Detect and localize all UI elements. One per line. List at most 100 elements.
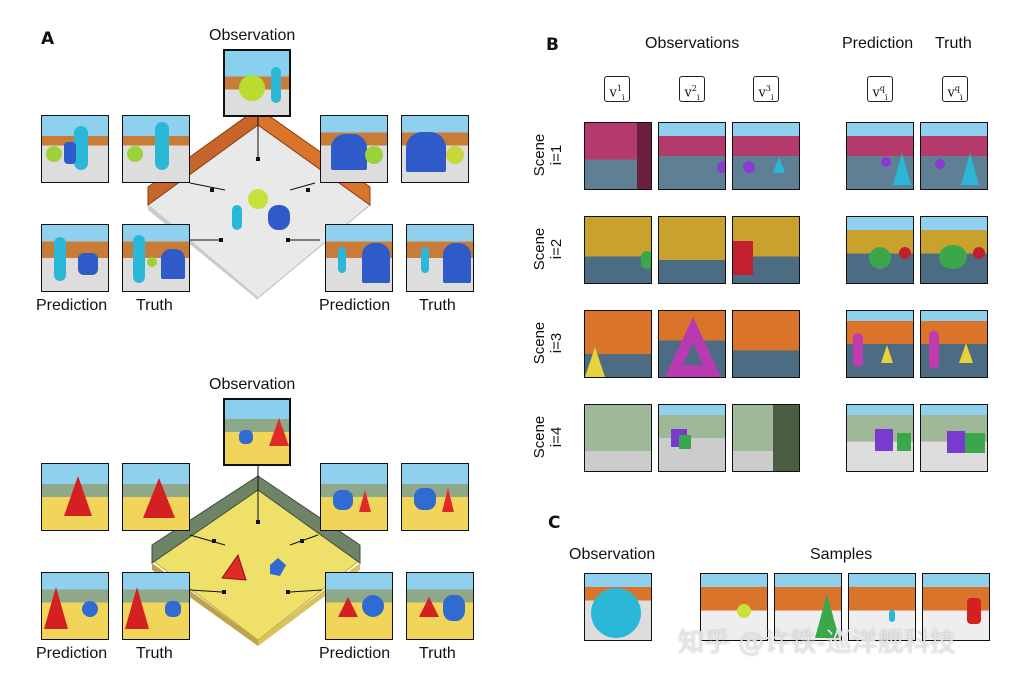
cone-shape [959, 343, 973, 363]
scene4-truth [920, 404, 988, 472]
scene2-prediction [846, 216, 914, 284]
sphere-shape [935, 159, 945, 169]
cone-shape [585, 347, 605, 377]
sphere-shape [899, 247, 911, 259]
sphere-shape [743, 161, 755, 173]
cylinder-shape [338, 247, 346, 273]
panel-b-label: B [546, 35, 559, 55]
scene2-truth [920, 216, 988, 284]
view-superscript: q [954, 84, 960, 93]
sample-1 [700, 573, 768, 641]
view-subscript: i [621, 92, 625, 102]
panel-c-observation-image [584, 573, 652, 641]
cylinder-shape [889, 610, 895, 622]
dome-shape [362, 243, 390, 283]
panel-a-label: A [41, 29, 55, 49]
bottom-left-prediction-label: Prediction [36, 645, 108, 662]
bottom-right-prediction-label: Prediction [319, 645, 391, 662]
scene-word: Scene [531, 133, 548, 177]
cone-shape [881, 345, 893, 363]
scene3-prediction [846, 310, 914, 378]
view-label-query-prediction: vqi [867, 76, 893, 102]
observations-header: Observations [645, 35, 740, 52]
top-left-prediction [41, 224, 109, 292]
sphere-shape [737, 604, 751, 618]
top-left-truth [122, 224, 190, 292]
bottom-right-view-1 [320, 463, 388, 531]
cylinder-shape [967, 598, 981, 624]
triangle-hole [683, 343, 703, 365]
bottom-right-view-2 [401, 463, 469, 531]
view-symbol: v [609, 85, 617, 101]
sphere-shape [717, 161, 725, 173]
scene1-observation-3 [732, 122, 800, 190]
panel-c-observation-label: Observation [569, 546, 656, 563]
bottom-left-truth-label: Truth [136, 645, 173, 662]
dome-shape [406, 132, 446, 172]
bottom-left-prediction [41, 572, 109, 640]
scene-index: i=4 [548, 426, 565, 448]
scene1-truth [920, 122, 988, 190]
triangle-shape [359, 490, 371, 512]
sphere-shape [127, 146, 143, 162]
sphere-shape [641, 251, 651, 269]
polyhedron-shape [333, 490, 353, 510]
bottom-observation-image [223, 398, 291, 466]
scene-word: Scene [531, 227, 548, 271]
truth-header: Truth [935, 35, 972, 52]
box-shape [64, 142, 76, 164]
polyhedron-shape [362, 595, 384, 617]
triangle-shape [338, 597, 358, 617]
top-right-prediction-label: Prediction [319, 297, 391, 314]
triangle-shape [143, 478, 175, 518]
cylinder-shape [929, 331, 939, 369]
sphere-shape [365, 146, 383, 164]
scene3-observation-2 [658, 310, 726, 378]
view-subscript: i [884, 92, 888, 102]
view-symbol: v [872, 85, 880, 101]
view-symbol: v [758, 85, 766, 101]
cube-shape [875, 429, 893, 451]
view-superscript: q [879, 84, 885, 93]
watermark: 知乎 @许铁-巡洋舰科技 [678, 628, 956, 658]
bottom-right-truth [406, 572, 474, 640]
triangle-shape [442, 488, 454, 512]
sphere-shape [446, 146, 464, 164]
bottom-left-view-1 [41, 463, 109, 531]
view-label-2: v2i [679, 76, 705, 102]
view-symbol: v [947, 85, 955, 101]
cylinder-shape [421, 247, 429, 273]
top-left-view-1 [41, 115, 109, 183]
scene-word: Scene [531, 415, 548, 459]
polyhedron-shape [414, 488, 436, 510]
scene-index: i=3 [548, 332, 565, 354]
view-superscript: 3 [765, 84, 771, 93]
top-right-truth [406, 224, 474, 292]
scene2-observation-2 [658, 216, 726, 284]
top-right-truth-label: Truth [419, 297, 456, 314]
top-right-prediction [325, 224, 393, 292]
polyhedron-shape [165, 601, 181, 617]
view-label-1: v1i [604, 76, 630, 102]
triangle-shape [419, 597, 439, 617]
scene4-prediction [846, 404, 914, 472]
polyhedron-shape [82, 601, 98, 617]
top-right-view-2 [401, 115, 469, 183]
cylinder-shape [271, 67, 281, 103]
bottom-observation-label: Observation [209, 376, 296, 393]
top-left-truth-label: Truth [136, 297, 173, 314]
cylinder-shape [74, 126, 88, 170]
view-superscript: 1 [616, 84, 622, 93]
sphere-shape [239, 75, 265, 101]
triangle-shape [815, 594, 839, 638]
sphere-shape [147, 257, 157, 267]
cone-shape [893, 153, 911, 185]
dome-shape [443, 243, 471, 283]
top-left-view-2 [122, 115, 190, 183]
cube-shape [679, 435, 691, 449]
triangle-shape [44, 587, 68, 629]
cube-shape [897, 433, 911, 451]
bottom-left-view-2 [122, 463, 190, 531]
